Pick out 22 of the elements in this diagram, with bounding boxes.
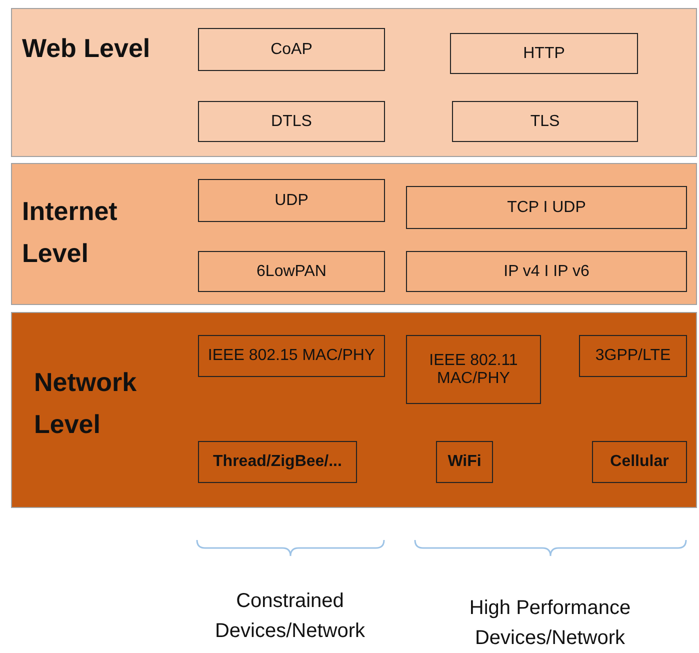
layer-band — [11, 312, 697, 508]
protocol-box: Cellular — [592, 441, 687, 483]
protocol-box: 6LowPAN — [198, 251, 385, 292]
layer-title: Network Level — [34, 366, 138, 441]
protocol-box: TCP I UDP — [406, 186, 687, 229]
protocol-box: WiFi — [436, 441, 493, 483]
layer-band — [11, 163, 697, 305]
protocol-box: IP v4 I IP v6 — [406, 251, 687, 292]
layer-title: Internet Level — [22, 195, 118, 270]
protocol-box: TLS — [452, 101, 638, 142]
protocol-box: CoAP — [198, 28, 385, 71]
protocol-box: IEEE 802.11 MAC/PHY — [406, 335, 541, 404]
protocol-box: UDP — [198, 179, 385, 222]
group-label: High Performance Devices/Network — [468, 596, 632, 651]
protocol-box: DTLS — [198, 101, 385, 142]
layer-band — [11, 8, 697, 157]
protocol-box: Thread/ZigBee/... — [198, 441, 357, 483]
protocol-box: 3GPP/LTE — [579, 335, 687, 377]
group-label: Constrained Devices/Network — [214, 589, 366, 644]
protocol-box: IEEE 802.15 MAC/PHY — [198, 335, 385, 377]
layer-title: Web Level — [22, 32, 152, 65]
protocol-box: HTTP — [450, 33, 638, 74]
